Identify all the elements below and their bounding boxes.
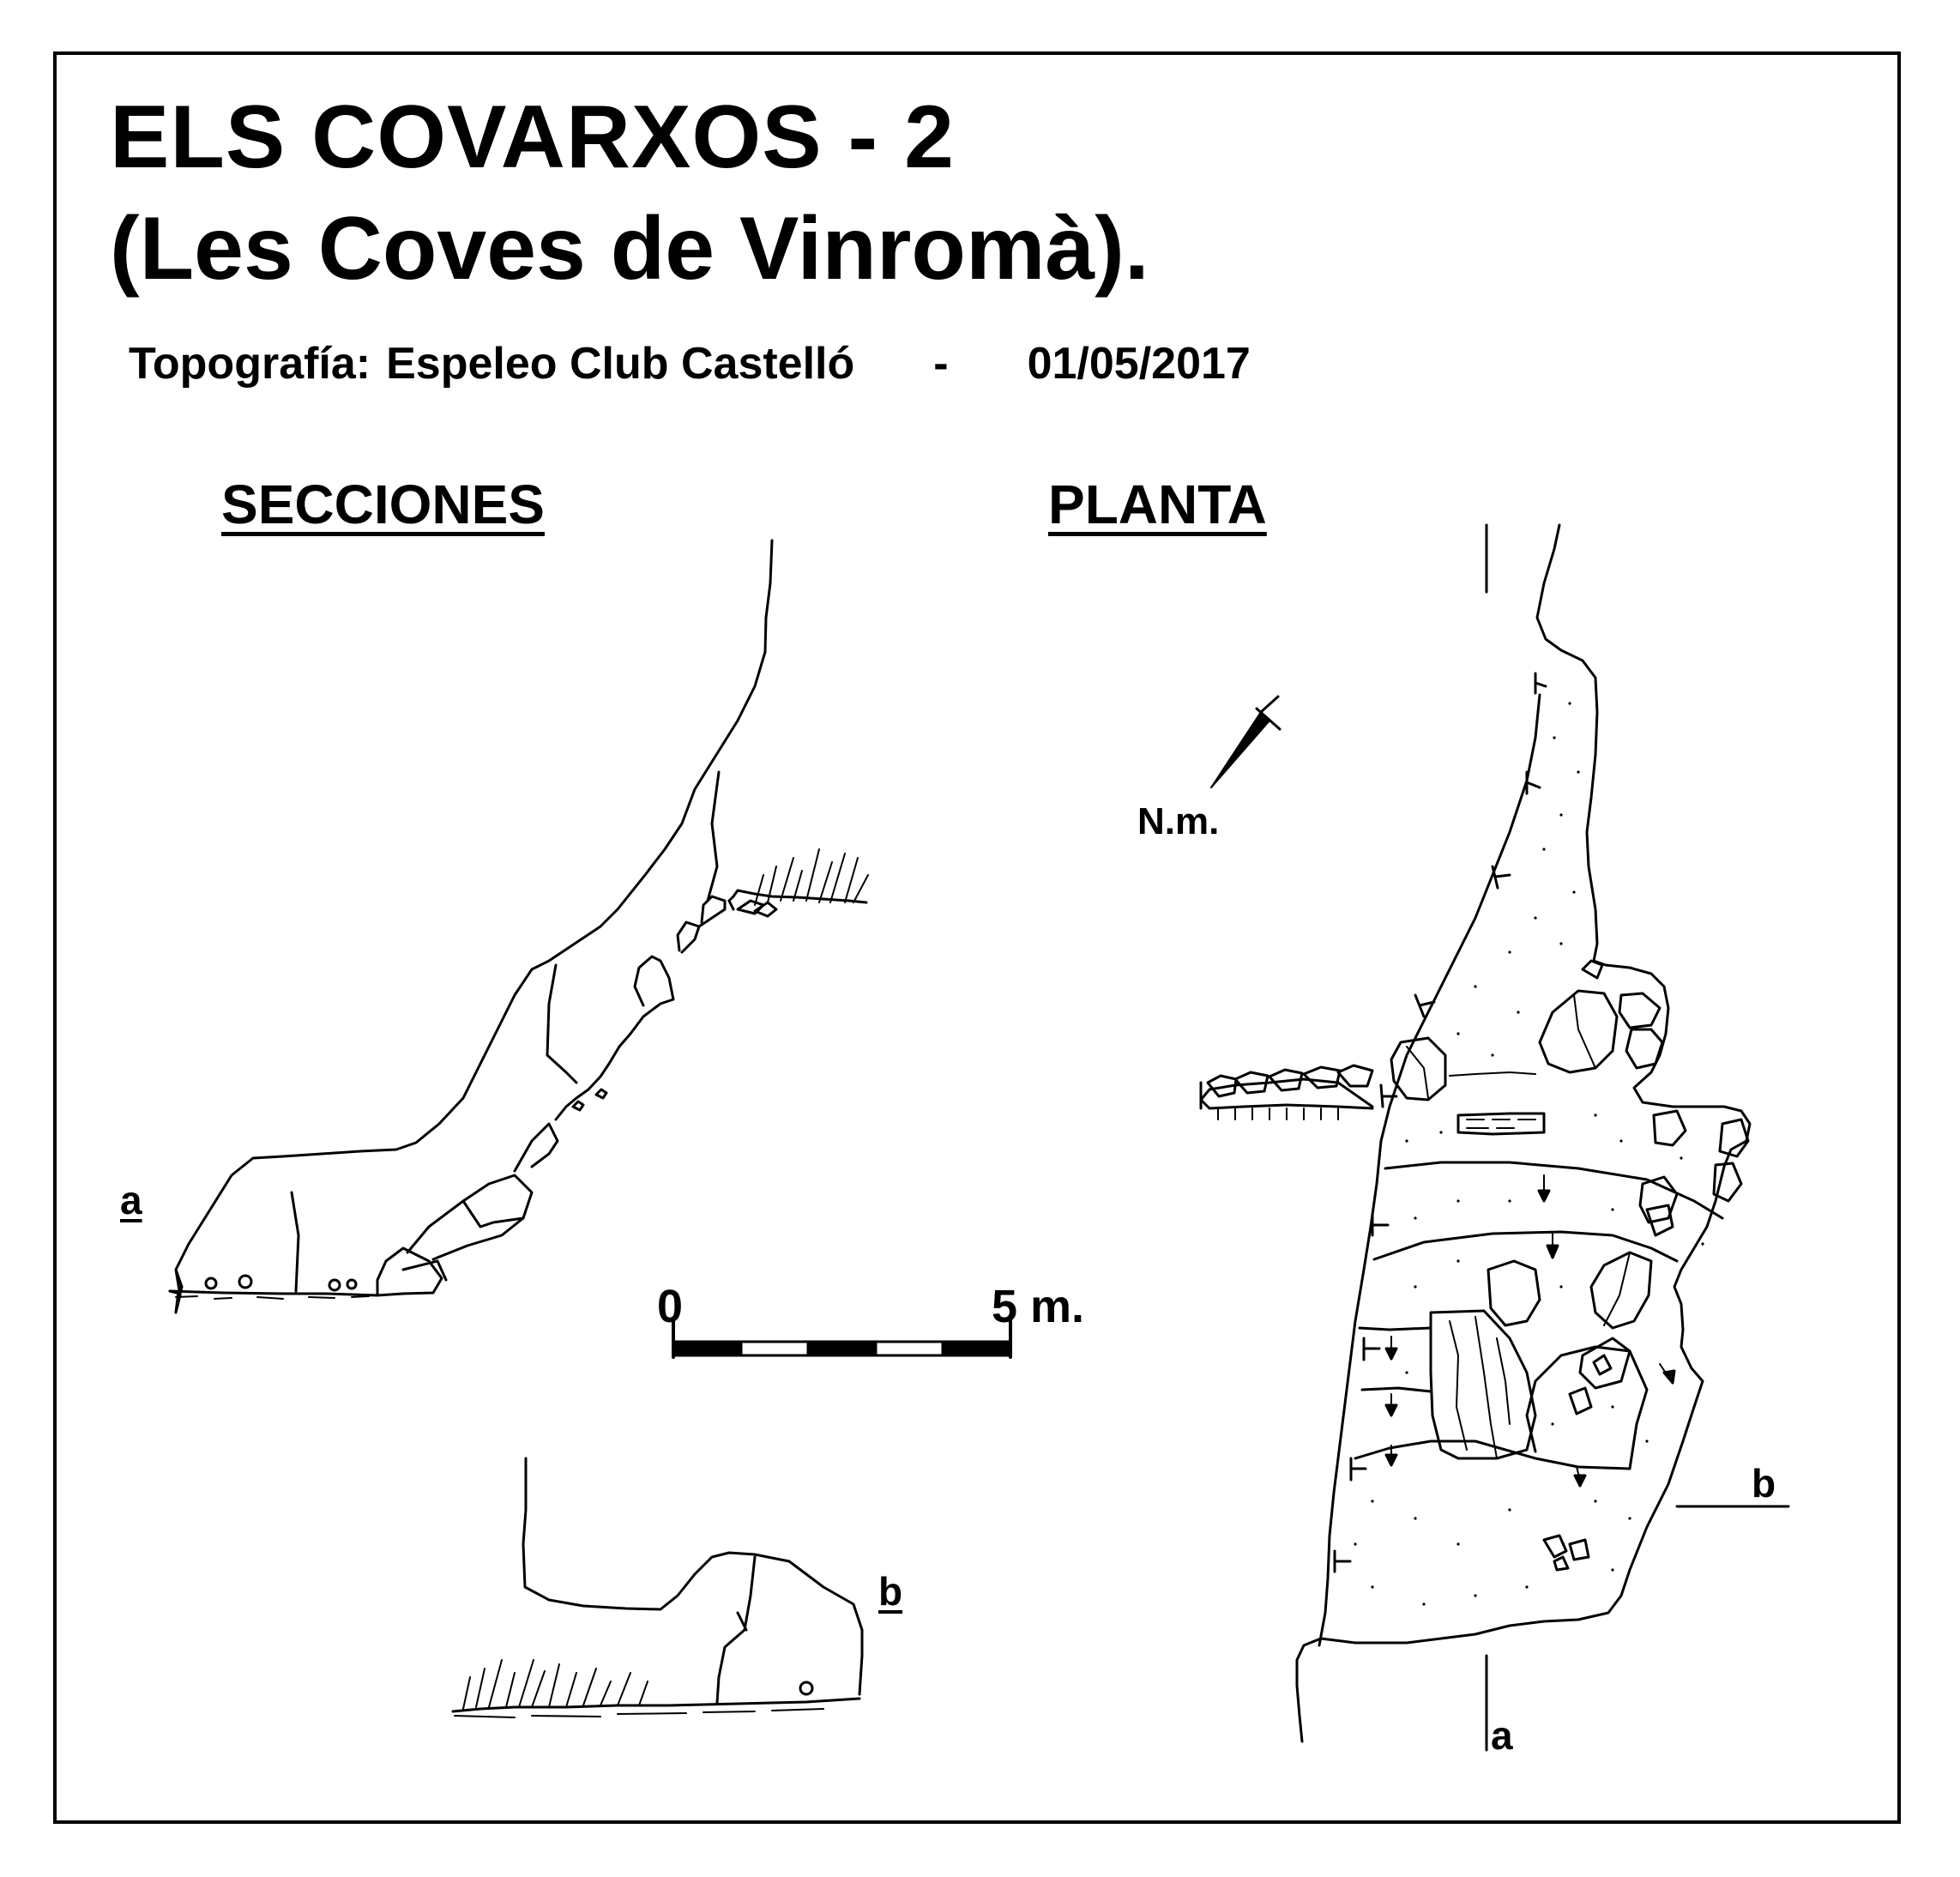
credit-separator: - xyxy=(933,339,949,389)
sections-heading: SECCIONES xyxy=(221,474,545,535)
section-b-label: b xyxy=(878,1569,903,1614)
plan-floor-stipple xyxy=(1354,702,1704,1606)
scale-start-label: 0 xyxy=(657,1281,684,1332)
survey-credit: Topografía: Espeleo Club Castelló - 01/05/2… xyxy=(129,341,1251,386)
plan-heading: PLANTA xyxy=(1048,474,1267,535)
credit-date: 01/05/2017 xyxy=(1027,339,1251,389)
plan-section-b-marker: b xyxy=(1752,1461,1776,1506)
plan-outline xyxy=(1199,523,1790,1752)
north-label: N.m. xyxy=(1137,800,1220,842)
map-frame xyxy=(53,51,1901,1824)
north-arrow-icon xyxy=(1210,695,1282,788)
plan-section-a-marker: a xyxy=(1491,1713,1513,1758)
credit-label: Topografía: xyxy=(129,339,371,389)
scale-bar xyxy=(672,1319,1012,1359)
section-b-profile xyxy=(451,1457,864,1718)
map-title-line1: ELS COVARXOS - 2 xyxy=(110,88,955,187)
scale-end-label: 5 m. xyxy=(992,1281,1085,1332)
section-a-label: a xyxy=(120,1178,142,1222)
credit-author: Espeleo Club Castelló xyxy=(386,339,855,389)
section-a-profile xyxy=(168,539,869,1314)
map-title-line2: (Les Coves de Vinromà). xyxy=(110,199,1149,299)
